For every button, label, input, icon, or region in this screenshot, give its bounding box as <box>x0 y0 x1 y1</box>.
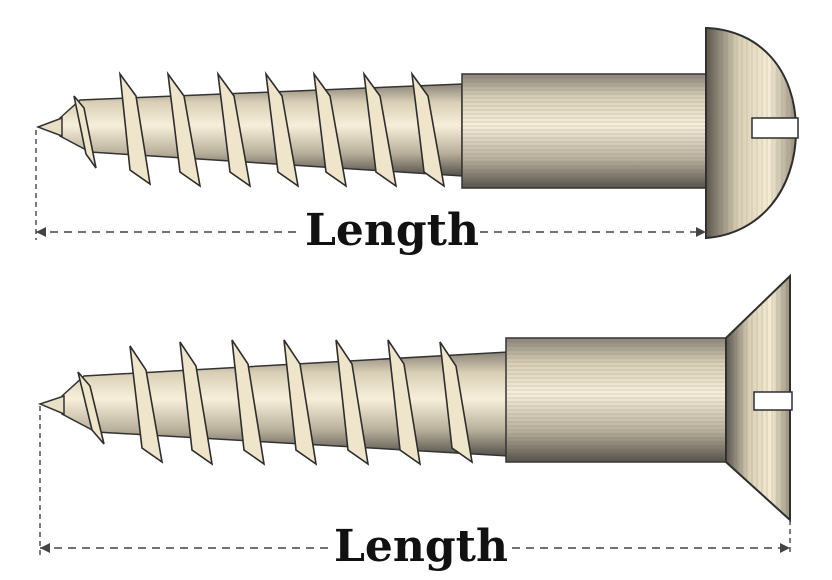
flat-head-screw-slot <box>753 391 793 411</box>
flat-head-screw-threaded-shank <box>61 351 509 457</box>
bottom-length-label: Length <box>334 521 508 572</box>
flat-head-screw <box>37 273 793 523</box>
flat-head-screw-tip <box>37 394 65 416</box>
top-length-label: Length <box>305 205 479 256</box>
round-head-screw <box>35 26 799 240</box>
flat-head-screw-threads <box>77 339 474 466</box>
round-head-screw-tip <box>35 116 63 138</box>
round-head-screw-threads <box>73 71 446 188</box>
round-head-screw-slot <box>751 117 799 139</box>
round-head-screw-threaded-shank <box>59 83 463 177</box>
top-length-dimension: Length <box>35 130 706 256</box>
bottom-length-dimension: Length <box>39 406 791 572</box>
